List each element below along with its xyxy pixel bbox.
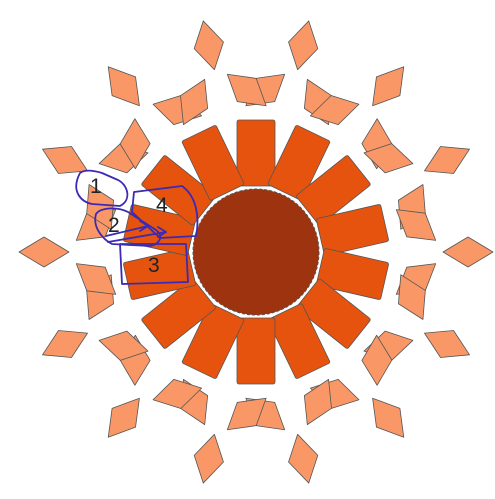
annotation-label-2: 2 — [108, 214, 120, 237]
center-circle — [193, 189, 319, 315]
annotation-label-4: 4 — [156, 194, 168, 217]
annotation-label-1: 1 — [90, 175, 102, 198]
diamond-piece — [443, 237, 493, 267]
diamond-piece — [19, 237, 69, 267]
diamond-piece — [97, 57, 152, 115]
diamond-piece — [283, 18, 323, 73]
diamond-piece — [189, 431, 229, 486]
annotation-label-3: 3 — [148, 254, 160, 277]
rectangle-piece — [237, 318, 275, 384]
diamond-piece — [418, 320, 476, 369]
diamond-piece — [36, 136, 94, 185]
diamond-piece — [361, 57, 416, 115]
diamond-piece — [361, 389, 416, 447]
diamond-piece — [283, 431, 323, 486]
diamond-piece — [418, 136, 476, 185]
diamond-piece — [36, 320, 94, 369]
diamond-piece — [189, 18, 229, 73]
rectangle-piece — [237, 120, 275, 186]
diamond-piece — [97, 389, 152, 447]
